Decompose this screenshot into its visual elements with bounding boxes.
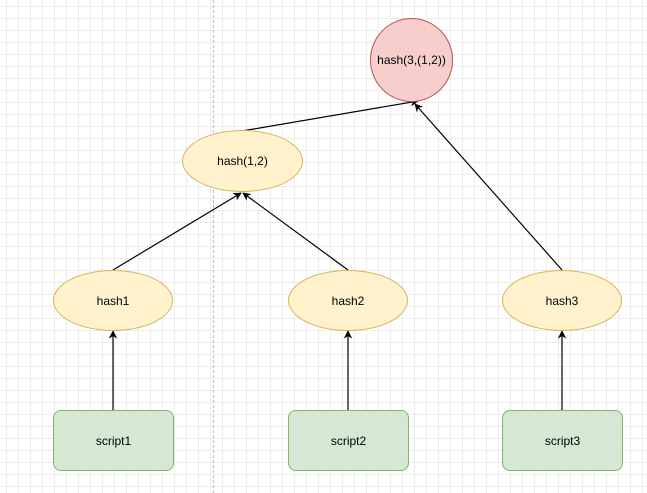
node-hash3[interactable]: hash3 bbox=[502, 270, 622, 331]
node-script3[interactable]: script3 bbox=[502, 410, 623, 471]
edge-hash12-root bbox=[241, 98, 419, 132]
edge-hash2-hash12 bbox=[242, 192, 349, 271]
node-hash12[interactable]: hash(1,2) bbox=[182, 130, 303, 192]
node-script2-label: script2 bbox=[330, 433, 367, 448]
node-hash12-label: hash(1,2) bbox=[217, 154, 268, 168]
node-script3-label: script3 bbox=[544, 433, 581, 448]
node-root[interactable]: hash(3,(1,2)) bbox=[370, 18, 453, 102]
node-hash1-label: hash1 bbox=[96, 293, 130, 308]
node-hash2-label: hash2 bbox=[331, 293, 365, 308]
node-hash3-label: hash3 bbox=[545, 293, 579, 308]
node-script1-label: script1 bbox=[95, 433, 132, 448]
node-script1[interactable]: script1 bbox=[53, 410, 174, 471]
node-root-label: hash(3,(1,2)) bbox=[377, 53, 446, 67]
edge-hash3-root bbox=[414, 103, 563, 271]
node-hash1[interactable]: hash1 bbox=[53, 270, 173, 331]
node-hash2[interactable]: hash2 bbox=[288, 270, 408, 331]
edge-hash1-hash12 bbox=[112, 192, 242, 271]
page-boundary-guide bbox=[213, 0, 214, 493]
node-script2[interactable]: script2 bbox=[288, 410, 409, 471]
